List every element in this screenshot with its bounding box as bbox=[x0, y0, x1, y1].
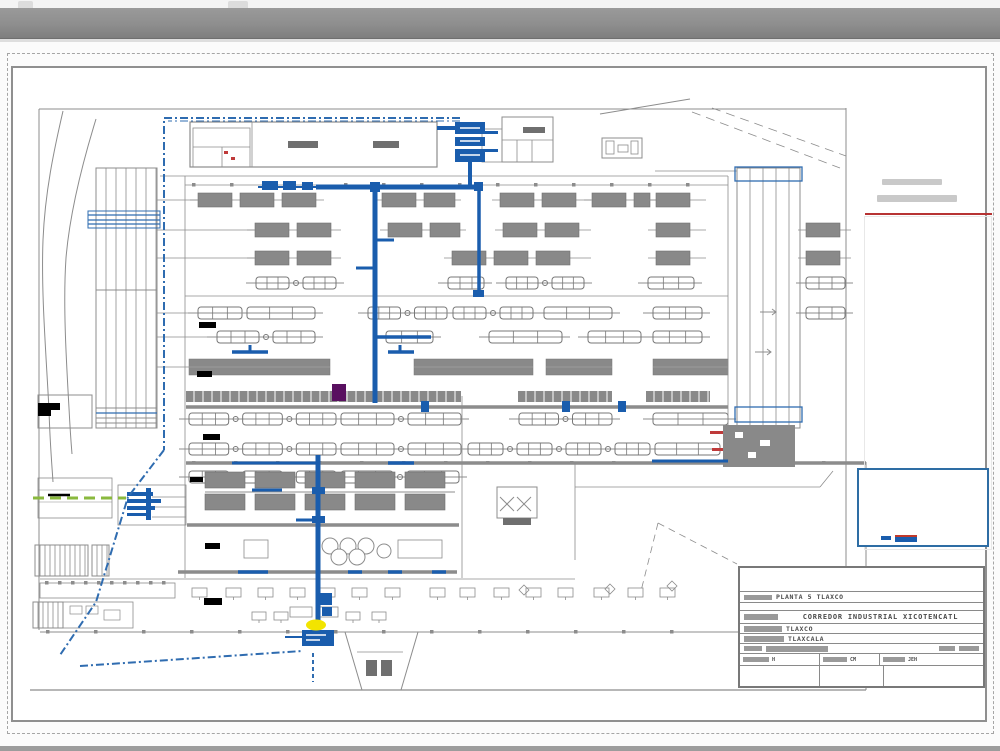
tab-stub-2[interactable] bbox=[228, 1, 248, 8]
signature-cell: CM bbox=[820, 654, 880, 665]
title-block-bottom-row bbox=[740, 666, 983, 686]
signature-cell: H bbox=[740, 654, 820, 665]
redacted-label bbox=[744, 594, 772, 600]
signature-fragment: CM bbox=[850, 656, 857, 663]
sheet-dashed-border bbox=[7, 53, 994, 734]
title-block-plant-row: PLANTA 5 TLAXCO bbox=[740, 592, 983, 603]
legend-swatch-blue-red bbox=[895, 535, 917, 542]
signature-fragment: JEH bbox=[908, 656, 918, 663]
redacted-label bbox=[744, 635, 784, 642]
redacted-label bbox=[744, 625, 782, 632]
legend-box bbox=[857, 468, 989, 547]
empty-cell bbox=[824, 666, 884, 686]
title-block-city-row: TLAXCO bbox=[740, 624, 983, 634]
title-block-empty-row bbox=[740, 603, 983, 611]
plant-name: PLANTA 5 TLAXCO bbox=[776, 593, 844, 601]
title-block-meta-row bbox=[740, 644, 983, 654]
toolbar-shadow bbox=[0, 39, 1000, 42]
redacted-label bbox=[743, 657, 769, 662]
title-block: PLANTA 5 TLAXCO CORREDOR INDUSTRIAL XICO… bbox=[738, 566, 985, 688]
redacted-label bbox=[744, 614, 778, 620]
title-block-signature-row: H CM JEH bbox=[740, 654, 983, 666]
red-rule bbox=[865, 213, 992, 215]
legend-swatch-blue bbox=[881, 536, 891, 540]
signature-cell: JEH bbox=[880, 654, 983, 665]
empty-cell bbox=[740, 666, 820, 686]
state-name: TLAXCALA bbox=[788, 634, 825, 643]
title-block-project-row: CORREDOR INDUSTRIAL XICOTENCATL bbox=[740, 611, 983, 624]
redacted-label bbox=[883, 657, 905, 662]
redacted-label bbox=[823, 657, 847, 662]
redacted-label bbox=[959, 646, 979, 651]
redacted-label bbox=[744, 646, 762, 651]
signature-fragment: H bbox=[772, 656, 776, 663]
title-block-empty-row bbox=[740, 568, 983, 592]
toolbar[interactable] bbox=[0, 8, 1000, 39]
bottom-bar[interactable] bbox=[0, 746, 1000, 751]
tab-stub-1[interactable] bbox=[18, 1, 33, 8]
blurred-note-1 bbox=[882, 179, 942, 185]
title-block-state-row: TLAXCALA bbox=[740, 634, 983, 644]
city-name: TLAXCO bbox=[786, 624, 814, 633]
project-name: CORREDOR INDUSTRIAL XICOTENCATL bbox=[802, 613, 959, 621]
blurred-note-2 bbox=[877, 195, 957, 202]
empty-cell bbox=[888, 666, 983, 686]
notes-panel bbox=[864, 216, 992, 550]
redacted-label bbox=[766, 645, 828, 652]
top-strip bbox=[0, 0, 1000, 8]
redacted-label bbox=[939, 646, 955, 651]
